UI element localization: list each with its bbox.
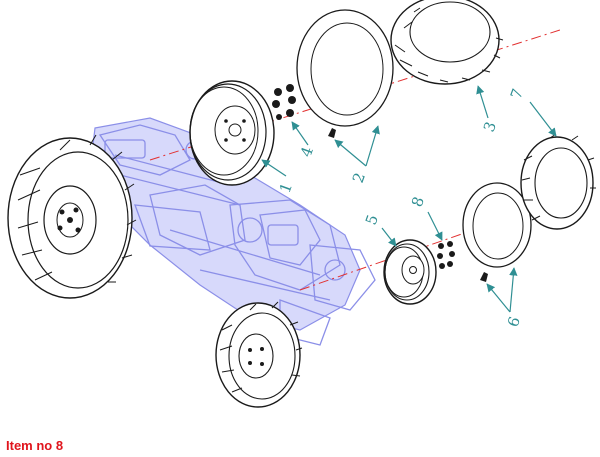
part-8-wheel-nuts-front xyxy=(437,241,455,269)
part-7-front-tire xyxy=(520,133,596,230)
part-5-front-rim xyxy=(383,239,437,305)
part-4-wheel-nuts-rear xyxy=(272,84,296,120)
callout-leaders xyxy=(261,85,557,313)
callout-5: 5 xyxy=(362,212,382,227)
callout-3: 3 xyxy=(480,119,500,134)
left-rear-tire xyxy=(7,134,137,299)
part-6-front-tube xyxy=(462,182,532,282)
part-2-rear-tube xyxy=(296,9,394,138)
callout-4: 4 xyxy=(297,144,317,159)
part-1-rear-rim xyxy=(189,80,275,186)
callout-6: 6 xyxy=(504,314,524,329)
part-3-rear-tire xyxy=(390,0,504,85)
front-left-tire xyxy=(215,301,303,408)
callout-2: 2 xyxy=(349,170,369,185)
callout-7: 7 xyxy=(507,86,527,101)
callout-8: 8 xyxy=(408,194,428,209)
item-caption: Item no 8 xyxy=(6,438,64,453)
